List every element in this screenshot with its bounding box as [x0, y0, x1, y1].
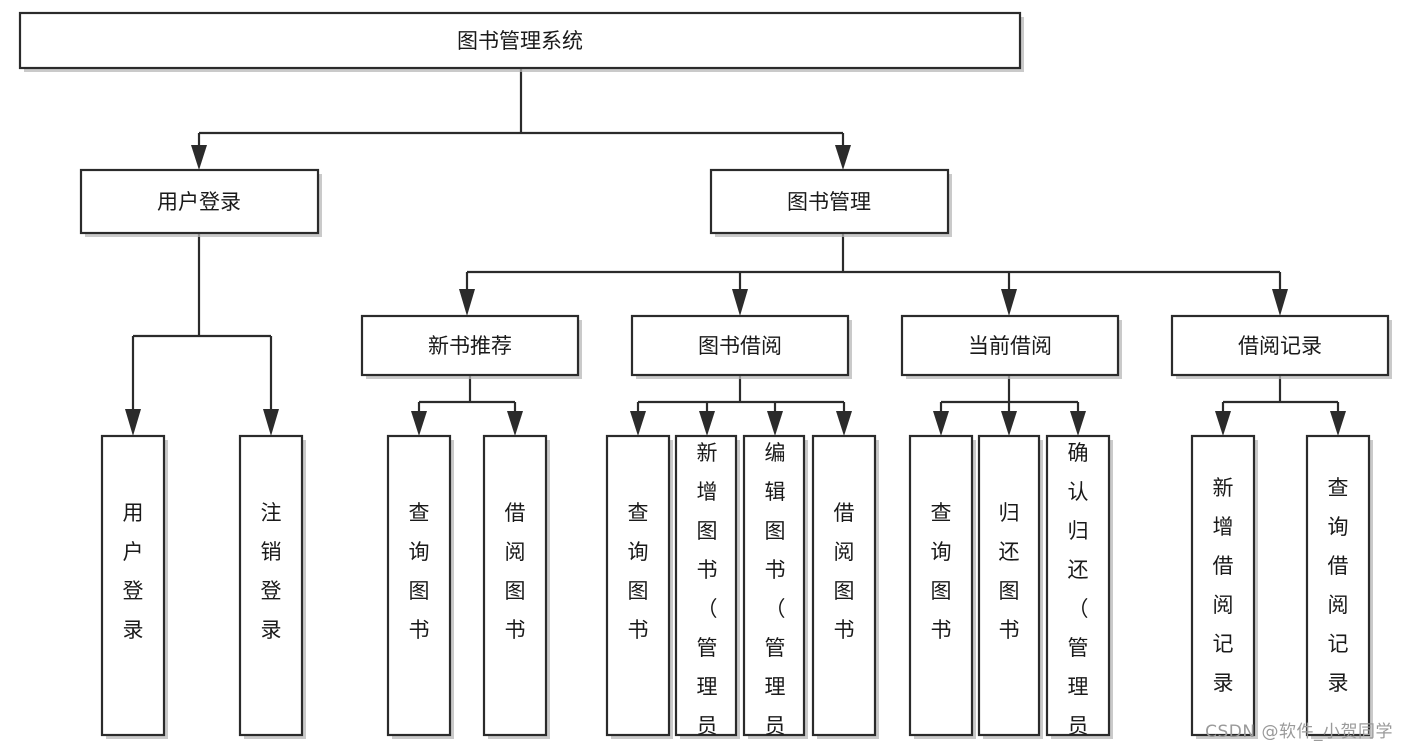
- arrow-head-new-book: [459, 289, 475, 316]
- leaf-borrow-record-2-box: [1305, 434, 1371, 737]
- arrow-head-user-login: [191, 145, 207, 170]
- leaf-current-borrow-1[interactable]: 查询图书: [908, 434, 976, 739]
- node-borrow-records[interactable]: 借阅记录: [1170, 314, 1392, 379]
- leaf-book-borrow-1-label: 查询图书: [628, 501, 649, 642]
- arrow-head-cb-leaf-3: [1070, 411, 1086, 436]
- arrow-head-cb-leaf-2: [1001, 411, 1017, 436]
- arrow-head-bb-leaf-1: [630, 411, 646, 436]
- leaf-book-borrow-4-label: 借阅图书: [834, 501, 855, 642]
- leaf-user-login-1-box: [100, 434, 166, 737]
- node-user-login-box: [79, 168, 320, 235]
- arrow-head-bb-leaf-4: [836, 411, 852, 436]
- node-book-borrow-box: [630, 314, 850, 377]
- arrow-head-book-borrow: [732, 289, 748, 316]
- node-new-book-recommend[interactable]: 新书推荐: [360, 314, 582, 379]
- arrow-head-current-borrow: [1001, 289, 1017, 316]
- node-current-borrow-box: [900, 314, 1120, 377]
- arrow-head-nbr-leaf-1: [411, 411, 427, 436]
- node-root[interactable]: 图书管理系统: [18, 11, 1024, 72]
- csdn-watermark: CSDN @软件_小贺同学: [1205, 722, 1393, 742]
- leaf-book-borrow-4[interactable]: 借阅图书: [811, 434, 879, 739]
- arrow-head-nbr-leaf-2: [507, 411, 523, 436]
- node-current-borrow[interactable]: 当前借阅: [900, 314, 1122, 379]
- leaf-book-borrow-4-box: [811, 434, 877, 737]
- leaf-book-borrow-3[interactable]: 编辑图书（管理员）: [742, 434, 808, 747]
- leaf-current-borrow-2-box: [977, 434, 1041, 737]
- leaf-current-borrow-3[interactable]: 确认归还（管理员）: [1045, 434, 1113, 747]
- leaf-user-login-2-label: 注销登录: [261, 501, 282, 642]
- node-new-book-recommend-box: [360, 314, 580, 377]
- leaf-book-borrow-1-box: [605, 434, 671, 737]
- arrow-head-bb-leaf-3: [767, 411, 783, 436]
- arrow-head-ul-leaf-2: [263, 409, 279, 436]
- arrow-head-book-manage: [835, 145, 851, 170]
- leaf-borrow-record-1-label: 新增借阅记录: [1213, 476, 1234, 695]
- leaf-borrow-record-2[interactable]: 查询借阅记录: [1305, 434, 1373, 739]
- leaf-new-book-2-box: [482, 434, 548, 737]
- leaf-user-login-1[interactable]: 用户登录: [100, 434, 168, 739]
- leaf-current-borrow-2-label: 归还图书: [999, 501, 1020, 642]
- node-book-manage-box: [709, 168, 950, 235]
- leaf-new-book-1[interactable]: 查询图书: [386, 434, 454, 739]
- arrow-head-cb-leaf-1: [933, 411, 949, 436]
- node-borrow-records-box: [1170, 314, 1390, 377]
- leaf-current-borrow-2[interactable]: 归还图书: [977, 434, 1043, 739]
- leaf-borrow-record-1-box: [1190, 434, 1256, 737]
- leaf-book-borrow-2-box: [674, 434, 738, 737]
- arrow-head-bb-leaf-2: [699, 411, 715, 436]
- leaf-user-login-2[interactable]: 注销登录: [238, 434, 306, 739]
- leaf-current-borrow-1-label: 查询图书: [931, 501, 952, 642]
- leaf-new-book-1-box: [386, 434, 452, 737]
- node-new-book-recommend-label: 新书推荐: [428, 334, 512, 358]
- leaf-user-login-2-box: [238, 434, 304, 737]
- leaf-current-borrow-3-box: [1045, 434, 1111, 737]
- arrow-head-borrow-records: [1272, 289, 1288, 316]
- node-user-login-label: 用户登录: [157, 190, 241, 214]
- node-book-manage[interactable]: 图书管理: [709, 168, 952, 237]
- node-book-borrow-label: 图书借阅: [698, 334, 782, 358]
- leaf-new-book-2-label: 借阅图书: [505, 501, 526, 642]
- arrow-head-br-leaf-2: [1330, 411, 1346, 436]
- leaf-new-book-1-label: 查询图书: [409, 501, 430, 642]
- node-root-label: 图书管理系统: [457, 29, 583, 53]
- leaf-book-borrow-2-label: 新增图书（管理员）: [697, 441, 718, 747]
- node-root-box: [18, 11, 1022, 70]
- leaf-new-book-2[interactable]: 借阅图书: [482, 434, 550, 739]
- leaf-book-borrow-3-box: [742, 434, 806, 737]
- leaf-book-borrow-3-label: 编辑图书（管理员）: [765, 441, 786, 747]
- arrow-head-br-leaf-1: [1215, 411, 1231, 436]
- leaf-user-login-1-label: 用户登录: [123, 501, 144, 642]
- leaf-borrow-record-1[interactable]: 新增借阅记录: [1190, 434, 1258, 739]
- leaf-borrow-record-2-label: 查询借阅记录: [1328, 476, 1349, 695]
- node-book-manage-label: 图书管理: [787, 190, 871, 214]
- leaf-current-borrow-3-label: 确认归还（管理员）: [1068, 441, 1089, 747]
- node-book-borrow[interactable]: 图书借阅: [630, 314, 852, 379]
- leaf-current-borrow-1-box: [908, 434, 974, 737]
- node-current-borrow-label: 当前借阅: [968, 334, 1052, 358]
- leaf-book-borrow-2[interactable]: 新增图书（管理员）: [674, 434, 740, 747]
- node-borrow-records-label: 借阅记录: [1238, 334, 1322, 358]
- arrow-head-ul-leaf-1: [125, 409, 141, 436]
- leaf-book-borrow-1[interactable]: 查询图书: [605, 434, 673, 739]
- node-user-login[interactable]: 用户登录: [79, 168, 322, 237]
- connector-layer: [125, 68, 1346, 436]
